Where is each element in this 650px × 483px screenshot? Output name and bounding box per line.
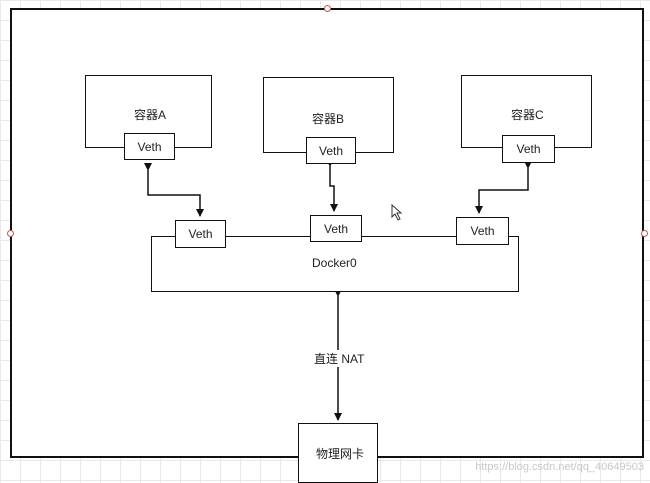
frame-handle-right[interactable] (641, 230, 648, 237)
physical-nic-label: 物理网卡 (316, 447, 365, 461)
watermark-text: https://blog.csdn.net/qq_40649503 (475, 461, 644, 473)
container-a-veth[interactable]: Veth (124, 133, 175, 160)
container-c-veth[interactable]: Veth (502, 135, 555, 163)
container-b-label: 容器B (312, 112, 345, 126)
frame-handle-top[interactable] (324, 5, 331, 12)
docker0-label: Docker0 (312, 256, 357, 270)
container-b-veth[interactable]: Veth (306, 137, 356, 164)
frame-handle-left[interactable] (7, 230, 14, 237)
container-a-label: 容器A (134, 108, 167, 122)
bridge-veth-c[interactable]: Veth (456, 217, 509, 245)
bridge-veth-a[interactable]: Veth (175, 220, 226, 248)
nat-link-label: 直连 NAT (312, 350, 367, 367)
physical-nic[interactable]: 物理网卡 (298, 423, 378, 483)
bridge-veth-b[interactable]: Veth (310, 215, 362, 242)
container-c-label: 容器C (511, 108, 544, 122)
